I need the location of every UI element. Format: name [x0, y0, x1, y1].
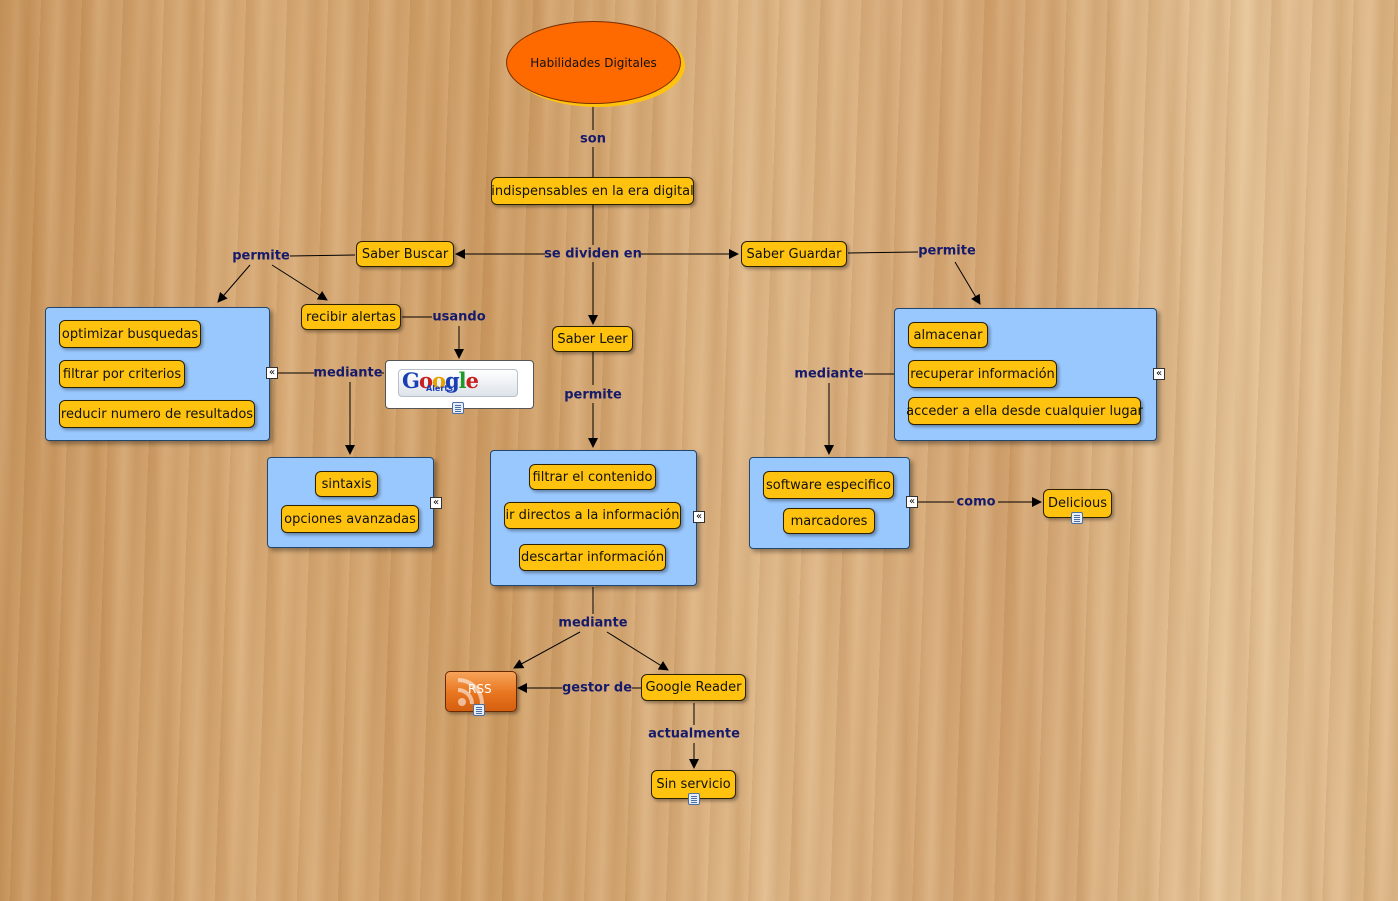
link-label-como: como — [956, 494, 996, 510]
google-alerts-logo[interactable]: Google Alerts — [385, 360, 534, 409]
node-ir-directos[interactable]: ir directos a la información — [504, 502, 681, 529]
node-saber-buscar[interactable]: Saber Buscar — [356, 241, 454, 267]
node-delicious[interactable]: Delicious — [1043, 489, 1112, 518]
expand-icon[interactable]: « — [266, 367, 278, 379]
link-label-permite-leer: permite — [564, 387, 622, 403]
node-optimizar-busquedas[interactable]: optimizar busquedas — [59, 320, 201, 348]
node-google-reader[interactable]: Google Reader — [641, 674, 746, 701]
expand-icon[interactable]: « — [1153, 368, 1165, 380]
node-filtrar-el-contenido[interactable]: filtrar el contenido — [529, 464, 656, 490]
node-almacenar[interactable]: almacenar — [908, 322, 988, 348]
root-node[interactable]: Habilidades Digitales — [506, 21, 681, 104]
node-software-especifico[interactable]: software especifico — [763, 471, 894, 499]
link-label-mediante-leer: mediante — [558, 615, 628, 631]
node-acceder-desde-cualquier-lugar[interactable]: acceder a ella desde cualquier lugar — [906, 397, 1143, 425]
node-marcadores[interactable]: marcadores — [783, 508, 875, 534]
link-label-mediante-buscar: mediante — [313, 365, 383, 381]
link-label-actualmente: actualmente — [648, 726, 740, 742]
node-sintaxis[interactable]: sintaxis — [315, 471, 378, 497]
link-label-permite-guardar: permite — [918, 243, 976, 259]
link-label-permite-buscar: permite — [232, 248, 290, 264]
document-icon[interactable] — [452, 402, 464, 414]
link-label-usando: usando — [432, 309, 486, 325]
expand-icon[interactable]: « — [693, 511, 705, 523]
link-label-se-dividen-en: se dividen en — [544, 246, 642, 262]
document-icon[interactable] — [688, 793, 700, 805]
rss-label: RSS — [468, 682, 492, 696]
node-indispensables[interactable]: indispensables en la era digital — [491, 177, 694, 205]
document-icon[interactable] — [1071, 512, 1083, 524]
root-label: Habilidades Digitales — [530, 55, 657, 70]
node-filtrar-por-criterios[interactable]: filtrar por criterios — [59, 360, 185, 388]
link-label-son: son — [580, 131, 606, 147]
node-saber-leer[interactable]: Saber Leer — [552, 326, 633, 352]
node-recuperar-informacion[interactable]: recuperar información — [908, 360, 1057, 388]
google-alerts-sub: Alerts — [426, 384, 453, 393]
node-saber-guardar[interactable]: Saber Guardar — [741, 241, 847, 267]
node-opciones-avanzadas[interactable]: opciones avanzadas — [281, 505, 419, 533]
expand-icon[interactable]: « — [906, 496, 918, 508]
node-reducir-numero[interactable]: reducir numero de resultados — [59, 400, 255, 428]
expand-icon[interactable]: « — [430, 497, 442, 509]
document-icon[interactable] — [473, 704, 485, 716]
node-descartar-informacion[interactable]: descartar información — [519, 544, 666, 571]
link-label-gestor-de: gestor de — [561, 680, 633, 696]
link-label-mediante-guardar: mediante — [794, 366, 864, 382]
node-recibir-alertas[interactable]: recibir alertas — [301, 304, 401, 330]
node-sin-servicio[interactable]: Sin servicio — [651, 770, 736, 799]
